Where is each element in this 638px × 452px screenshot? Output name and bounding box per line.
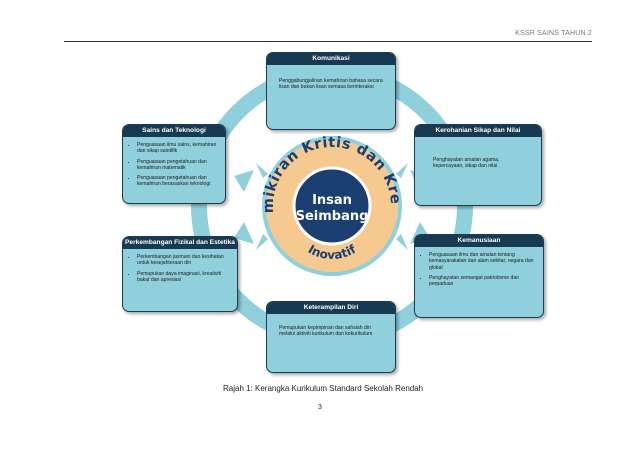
center-core <box>292 166 372 246</box>
box-fizikal-title: Perkembangan Fizikal dan Estetika <box>123 237 237 249</box>
box-fizikal-estetika: Perkembangan Fizikal dan Estetika Perkem… <box>122 236 238 312</box>
box-sains-item: Penguasaan ilmu sains, kemahiran dan sik… <box>137 142 218 155</box>
box-sains-title: Sains dan Teknologi <box>123 125 225 137</box>
figure-caption: Rajah 1: Kerangka Kurikulum Standard Sek… <box>223 384 424 393</box>
box-komunikasi: Komunikasi Penggabungjalinan kemahiran b… <box>266 52 396 130</box>
box-keterampilan-diri: Keterampilan Diri Pemupukan kepimpinan d… <box>266 301 396 373</box>
arrow-bottom-right <box>396 234 408 250</box>
header-text: KSSR SAINS TAHUN 2 <box>515 30 592 37</box>
box-sains-item: Penguasaan pengetahuan dan kemahiran ber… <box>137 175 218 188</box>
arrow-top-left <box>256 163 268 178</box>
svg-text:Inovatif: Inovatif <box>306 242 359 262</box>
arrow-top-right <box>396 163 408 178</box>
box-fizikal-item: Perkembangan jasmani dan kesihatan untuk… <box>137 254 230 267</box>
box-kemanusiaan: Kemanusiaan Penguasaan ilmu dan amalan t… <box>414 234 544 318</box>
curriculum-framework-diagram: Pemikiran Kritis dan Kreatif Inovatif In… <box>118 46 548 376</box>
diagram-graphics: Pemikiran Kritis dan Kreatif Inovatif In… <box>118 46 473 347</box>
box-sains-teknologi: Sains dan Teknologi Penguasaan ilmu sain… <box>122 124 226 204</box>
arrow-bottom-left <box>256 234 268 250</box>
box-fizikal-item: Pemupukan daya imaginasi, kreativiti bak… <box>137 271 230 284</box>
box-keterampilan-text: Pemupukan kepimpinan dan sahsiah diri me… <box>279 325 373 338</box>
box-kerohanian: Kerohanian Sikap dan Nilai Penghayatan a… <box>414 124 542 206</box>
box-kerohanian-text: Penghayatan amalan agama, kepercayaan, s… <box>433 157 500 170</box>
box-kemanusiaan-item: Penghayatan semangat patriotisme dan per… <box>429 275 536 288</box>
box-sains-item: Penguasaan pengetahuan dan kemahiran mat… <box>137 159 218 172</box>
center-core-line1: Insan <box>312 193 352 208</box>
box-komunikasi-text: Penggabungjalinan kemahiran bahasa secar… <box>279 78 383 91</box>
box-komunikasi-title: Komunikasi <box>267 53 395 65</box>
center-core-line2: Seimbang <box>296 209 369 224</box>
box-kerohanian-title: Kerohanian Sikap dan Nilai <box>415 125 541 137</box>
ring-bottom-text: Inovatif <box>306 242 359 262</box>
header-rule <box>64 41 592 42</box>
box-keterampilan-title: Keterampilan Diri <box>267 302 395 314</box>
box-kemanusiaan-item: Penguasaan ilmu dan amalan tentang kemas… <box>429 252 536 271</box>
page-number: 3 <box>318 404 322 411</box>
arrow-left-upper <box>234 170 254 192</box>
box-kemanusiaan-title: Kemanusiaan <box>415 235 543 247</box>
arrow-left-lower <box>234 222 254 244</box>
